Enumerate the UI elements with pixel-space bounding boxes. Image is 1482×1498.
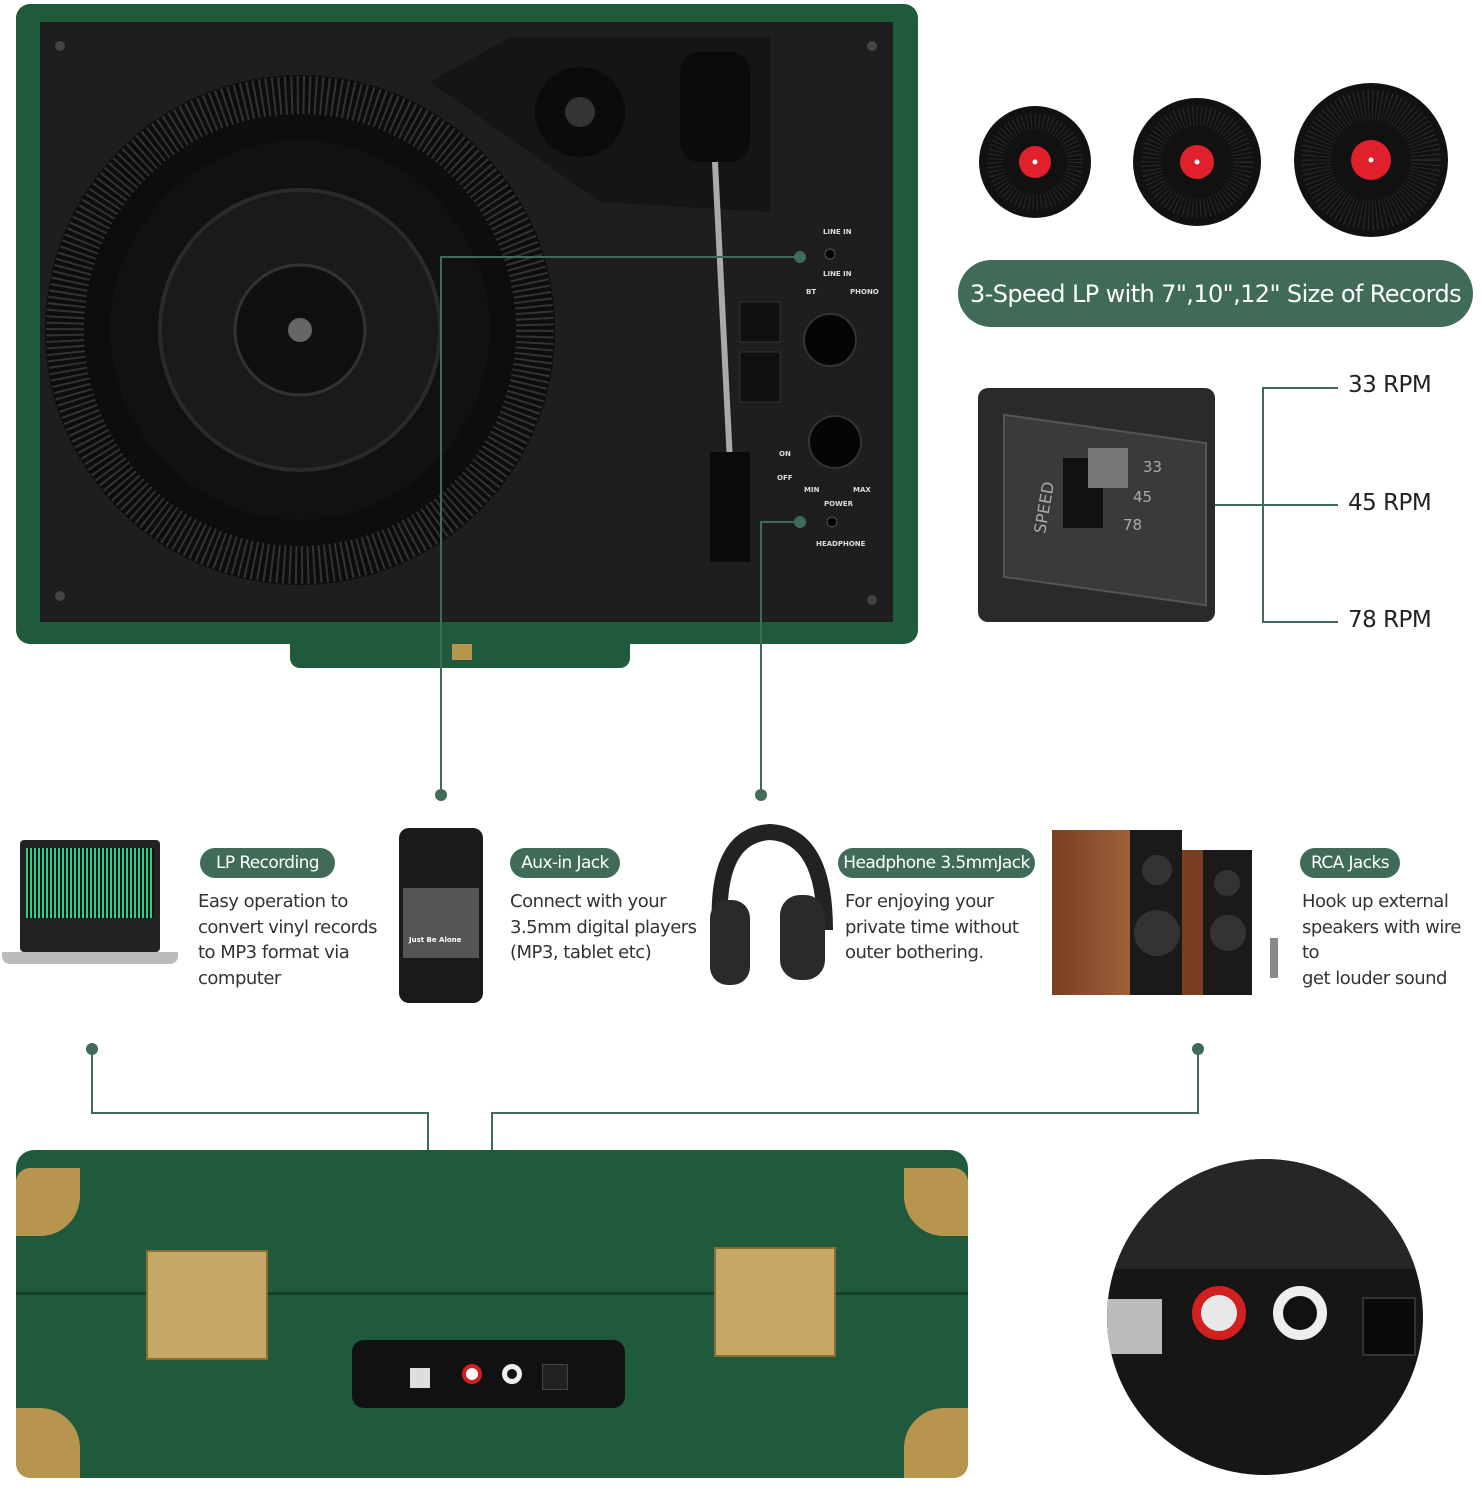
speed-switch-closeup: SPEED 33 45 78 [978,388,1215,622]
latch-left [146,1250,268,1360]
usb-callout-line-h [91,1112,429,1114]
usb-port-icon [410,1368,430,1388]
corner-brass-br [904,1408,968,1478]
rear-ports-closeup [1107,1159,1423,1475]
aux-in-badge: Aux-in Jack [510,848,620,878]
rca-red-closeup-icon [1192,1286,1246,1340]
aux-callout-dot [435,789,447,801]
headphone-jack-badge: Headphone 3.5mmJack [838,848,1035,878]
record-7-inch-icon [979,106,1091,218]
speed-mark-78: 78 [1123,516,1143,534]
desc-line: to MP3 format via [198,942,350,963]
desc-line: For enjoying your [845,891,994,912]
volume-max-label: MAX [853,486,871,494]
headphone-jack-description: For enjoying your private time without o… [845,889,1019,966]
aux-callout-line-h [440,256,798,258]
record-12-inch-icon [1294,83,1448,237]
desc-line: Hook up external [1302,891,1449,912]
speed-bracket-connector [1215,504,1263,506]
selector-phono-label: PHONO [850,288,879,296]
desc-line: (MP3, tablet etc) [510,942,652,963]
usb-callout-line-v1 [91,1048,93,1114]
desc-line: private time without [845,916,1019,938]
speakers-image [1052,830,1282,1000]
phone-song-title: Just Be Alone [409,936,462,944]
speed-78-label: 78 RPM [1348,607,1432,633]
dc-power-port-icon [542,1364,568,1390]
bracket-tick-78 [1262,621,1338,623]
desc-line: convert vinyl records [198,916,378,938]
dc-port-closeup-icon [1362,1297,1416,1356]
aux-in-description: Connect with your 3.5mm digital players … [510,889,697,966]
turntable-plate: LINE IN LINE IN BT PHONO ON OFF MIN MAX … [40,22,893,622]
line-in-marker [794,251,806,263]
headphone-marker [794,516,806,528]
usb-port-closeup-icon [1107,1299,1162,1354]
latch-icon [452,644,472,660]
speed-33-label: 33 RPM [1348,372,1432,398]
desc-line: computer [198,967,281,989]
desc-line: 3.5mm digital players [510,916,697,938]
rca-white-closeup-icon [1273,1286,1327,1340]
bracket-tick-45 [1262,504,1338,506]
selector-line-in-label: LINE IN [823,270,852,278]
corner-brass-tl [16,1168,80,1236]
desc-line: speakers with wire to [1302,916,1461,964]
desc-line: Easy operation to [198,891,348,912]
lp-recording-description: Easy operation to convert vinyl records … [198,889,378,991]
headphone-callout-dot [755,789,767,801]
speed-mark-45: 45 [1133,488,1153,506]
rca-callout-line-h [491,1112,1199,1114]
line-in-jack-label: LINE IN [823,228,852,236]
speed-headline-badge: 3-Speed LP with 7",10",12" Size of Recor… [958,260,1473,327]
rca-callout-line-v1 [1197,1048,1199,1114]
power-label: POWER [824,500,853,508]
rca-jacks-description: Hook up external speakers with wire to g… [1302,889,1482,991]
aux-callout-line-v [440,256,442,796]
bracket-tick-33 [1262,387,1338,389]
headphone-callout-line-h [760,521,798,523]
turntable-top-view: LINE IN LINE IN BT PHONO ON OFF MIN MAX … [16,4,918,644]
rear-port-panel [352,1340,625,1408]
rca-red-port-icon [462,1364,482,1384]
power-on-label: ON [779,450,791,458]
desc-line: get louder sound [1302,967,1447,989]
lp-recording-badge: LP Recording [200,848,335,878]
corner-brass-bl [16,1408,80,1478]
power-off-label: OFF [777,474,793,482]
selector-bt-label: BT [806,288,817,296]
speed-mark-33: 33 [1143,458,1163,476]
turntable-mechanics-drawing [45,37,877,605]
case-seam [16,1292,968,1295]
desc-line: Connect with your [510,891,667,912]
headphone-label: HEADPHONE [816,540,866,548]
latch-right [714,1247,836,1357]
corner-brass-tr [904,1168,968,1236]
desc-line: outer bothering. [845,942,984,963]
rca-white-port-icon [502,1364,522,1384]
rca-jacks-badge: RCA Jacks [1300,848,1400,878]
phone-image: Just Be Alone [399,828,483,1003]
speed-45-label: 45 RPM [1348,490,1432,516]
record-10-inch-icon [1133,98,1261,226]
laptop-image [2,840,178,964]
headphone-callout-line-v [760,521,762,796]
volume-min-label: MIN [804,486,820,494]
turntable-case-front [16,1150,968,1478]
